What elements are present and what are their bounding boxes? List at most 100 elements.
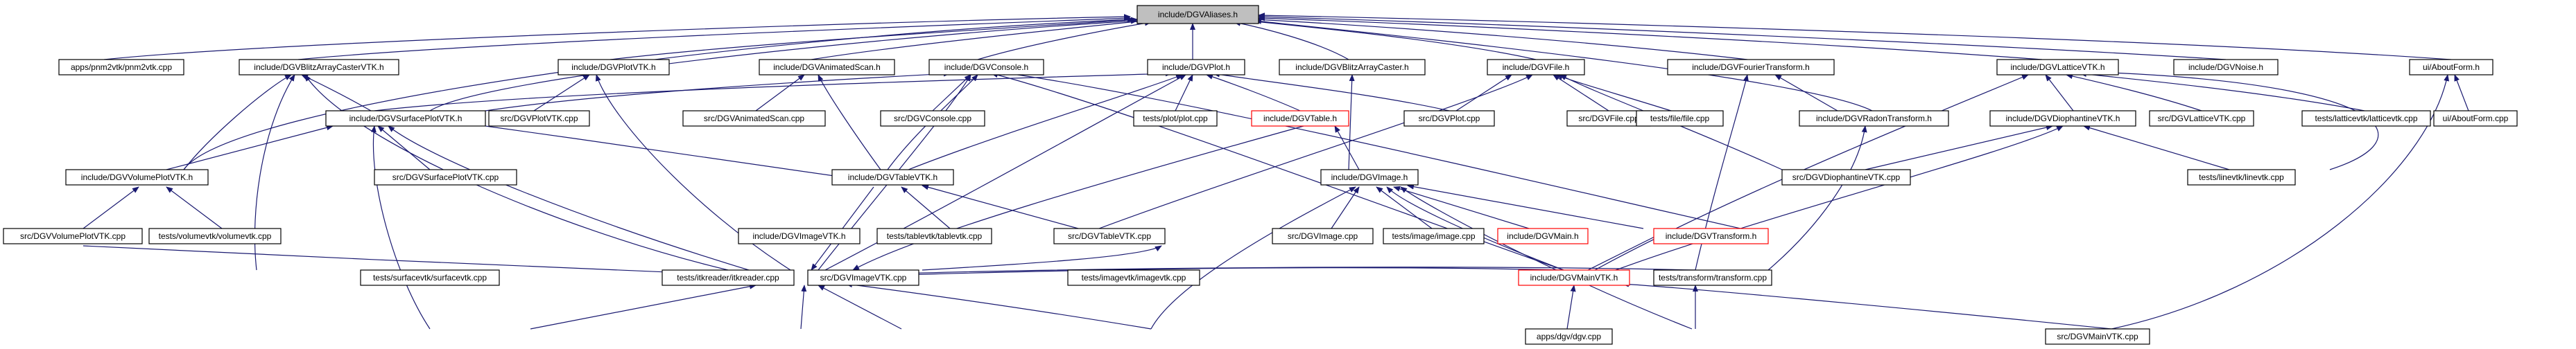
node-label: src/DGVLatticeVTK.cpp — [2158, 114, 2246, 123]
node-label: ui/AboutForm.h — [2423, 62, 2480, 72]
node-main-vtk-cpp[interactable]: src/DGVMainVTK.cpp — [2045, 328, 2150, 345]
node-plot-test-cpp[interactable]: tests/plot/plot.cpp — [1133, 110, 1218, 127]
node-diophantine-h[interactable]: include/DGVDiophantineVTK.h — [1989, 110, 2136, 127]
node-lattice-test-cpp[interactable]: tests/latticevtk/latticevtk.cpp — [2301, 110, 2431, 127]
node-blitz-caster-h[interactable]: include/DGVBlitzArrayCaster.h — [1279, 59, 1426, 75]
node-label: include/DGVImageVTK.h — [752, 231, 845, 241]
node-label: src/DGVConsole.cpp — [894, 114, 971, 123]
node-label: include/DGVPlot.h — [1162, 62, 1230, 72]
node-image-vtk-cpp[interactable]: src/DGVImageVTK.cpp — [807, 269, 919, 286]
node-label: src/DGVMainVTK.cpp — [2057, 332, 2138, 341]
node-label: src/DGVDiophantineVTK.cpp — [1792, 172, 1901, 182]
node-transform-test-cpp[interactable]: tests/transform/transform.cpp — [1653, 269, 1772, 286]
node-plot-vtk-cpp[interactable]: src/DGVPlotVTK.cpp — [488, 110, 590, 127]
node-volume-plot-cpp[interactable]: src/DGVVolumePlotVTK.cpp — [3, 228, 143, 244]
node-label: tests/tablevtk/tablevtk.cpp — [887, 231, 983, 241]
node-label: src/DGVImageVTK.cpp — [820, 273, 907, 283]
node-label: include/DGVAliases.h — [1158, 10, 1238, 19]
node-label: include/DGVRadonTransform.h — [1816, 114, 1932, 123]
node-lattice-h[interactable]: include/DGVLatticeVTK.h — [1996, 59, 2119, 75]
node-image-vtk-test-cpp[interactable]: tests/imagevtk/imagevtk.cpp — [1067, 269, 1200, 286]
node-label: include/DGVVolumePlotVTK.h — [81, 172, 193, 182]
node-label: tests/volumevtk/volumevtk.cpp — [159, 231, 272, 241]
node-label: include/DGVMainVTK.h — [1530, 273, 1618, 283]
node-label: include/DGVAnimatedScan.h — [773, 62, 881, 72]
node-console-h[interactable]: include/DGVConsole.h — [928, 59, 1044, 75]
node-image-vtk-h[interactable]: include/DGVImageVTK.h — [738, 228, 861, 244]
node-table-h[interactable]: include/DGVTable.h — [1251, 110, 1349, 127]
node-label: src/DGVVolumePlotVTK.cpp — [20, 231, 126, 241]
node-label: src/DGVAnimatedScan.cpp — [704, 114, 804, 123]
node-label: include/DGVBlitzArrayCaster.h — [1295, 62, 1408, 72]
node-label: tests/surfacevtk/surfacevtk.cpp — [373, 273, 487, 283]
node-plot-vtk-h[interactable]: include/DGVPlotVTK.h — [557, 59, 670, 75]
node-label: include/DGVBlitzArrayCasterVTK.h — [254, 62, 383, 72]
node-label: include/DGVNoise.h — [2188, 62, 2263, 72]
node-label: include/DGVFile.h — [1503, 62, 1570, 72]
node-label: tests/file/file.cpp — [1650, 114, 1710, 123]
node-blitz-caster-vtk-h[interactable]: include/DGVBlitzArrayCasterVTK.h — [239, 59, 399, 75]
node-label: src/DGVPlot.cpp — [1419, 114, 1480, 123]
node-lattice-cpp[interactable]: src/DGVLatticeVTK.cpp — [2149, 110, 2254, 127]
node-label: tests/linevtk/linevtk.cpp — [2199, 172, 2284, 182]
node-surface-plot-cpp[interactable]: src/DGVSurfacePlotVTK.cpp — [374, 169, 517, 186]
node-label: tests/image/image.cpp — [1392, 231, 1475, 241]
node-label: tests/latticevtk/latticevtk.cpp — [2315, 114, 2417, 123]
node-label: include/DGVTableVTK.h — [848, 172, 937, 182]
node-itkreader-cpp[interactable]: tests/itkreader/itkreader.cpp — [662, 269, 795, 286]
node-surface-test-cpp[interactable]: tests/surfacevtk/surfacevtk.cpp — [360, 269, 500, 286]
node-table-test-cpp[interactable]: tests/tablevtk/tablevtk.cpp — [876, 228, 992, 244]
node-main-vtk-h[interactable]: include/DGVMainVTK.h — [1518, 269, 1630, 286]
node-label: include/DGVTransform.h — [1666, 231, 1757, 241]
node-label: apps/pnm2vtk/pnm2vtk.cpp — [71, 62, 172, 72]
node-main-h[interactable]: include/DGVMain.h — [1497, 228, 1589, 244]
node-image-cpp[interactable]: src/DGVImage.cpp — [1272, 228, 1374, 244]
node-label: tests/imagevtk/imagevtk.cpp — [1082, 273, 1186, 283]
node-label: src/DGVPlotVTK.cpp — [500, 114, 578, 123]
node-label: src/DGVImage.cpp — [1288, 231, 1358, 241]
node-pnm2vtk[interactable]: apps/pnm2vtk/pnm2vtk.cpp — [58, 59, 184, 75]
node-table-vtk-cpp[interactable]: src/DGVTableVTK.cpp — [1053, 228, 1166, 244]
node-label: include/DGVFourierTransform.h — [1692, 62, 1810, 72]
node-transform-h[interactable]: include/DGVTransform.h — [1653, 228, 1769, 244]
node-volume-test-cpp[interactable]: tests/volumevtk/volumevtk.cpp — [148, 228, 282, 244]
node-noise-h[interactable]: include/DGVNoise.h — [2173, 59, 2279, 75]
node-label: ui/AboutForm.cpp — [2443, 114, 2509, 123]
dependency-nodes: include/DGVAliases.h apps/pnm2vtk/pnm2vt… — [3, 5, 2518, 345]
node-label: include/DGVImage.h — [1331, 172, 1408, 182]
node-animated-scan-cpp[interactable]: src/DGVAnimatedScan.cpp — [682, 110, 826, 127]
node-label: include/DGVTable.h — [1263, 114, 1337, 123]
node-surface-plot-h[interactable]: include/DGVSurfacePlotVTK.h — [325, 110, 486, 127]
node-fourier-h[interactable]: include/DGVFourierTransform.h — [1667, 59, 1835, 75]
node-image-h[interactable]: include/DGVImage.h — [1320, 169, 1419, 186]
node-plot-h[interactable]: include/DGVPlot.h — [1147, 59, 1245, 75]
node-line-test-cpp[interactable]: tests/linevtk/linevtk.cpp — [2187, 169, 2296, 186]
node-label: tests/itkreader/itkreader.cpp — [677, 273, 779, 283]
node-label: include/DGVPlotVTK.h — [571, 62, 655, 72]
node-dgv-cpp[interactable]: apps/dgv/dgv.cpp — [1525, 328, 1613, 345]
node-image-test-cpp[interactable]: tests/image/image.cpp — [1383, 228, 1485, 244]
node-file-h[interactable]: include/DGVFile.h — [1487, 59, 1585, 75]
node-about-h[interactable]: ui/AboutForm.h — [2409, 59, 2493, 75]
node-radon-h[interactable]: include/DGVRadonTransform.h — [1799, 110, 1949, 127]
node-root[interactable]: include/DGVAliases.h — [1136, 5, 1259, 24]
node-label: include/DGVLatticeVTK.h — [2010, 62, 2104, 72]
node-label: src/DGVSurfacePlotVTK.cpp — [392, 172, 499, 182]
node-label: include/DGVDiophantineVTK.h — [2006, 114, 2120, 123]
node-label: include/DGVMain.h — [1507, 231, 1578, 241]
node-label: include/DGVSurfacePlotVTK.h — [349, 114, 463, 123]
node-plot-cpp[interactable]: src/DGVPlot.cpp — [1403, 110, 1495, 127]
node-file-test-cpp[interactable]: tests/file/file.cpp — [1636, 110, 1724, 127]
node-label: src/DGVTableVTK.cpp — [1068, 231, 1151, 241]
node-volume-plot-h[interactable]: include/DGVVolumePlotVTK.h — [65, 169, 209, 186]
node-label: src/DGVFile.cpp — [1578, 114, 1639, 123]
node-animated-scan-h[interactable]: include/DGVAnimatedScan.h — [759, 59, 895, 75]
node-diophantine-cpp[interactable]: src/DGVDiophantineVTK.cpp — [1781, 169, 1911, 186]
node-about-cpp[interactable]: ui/AboutForm.cpp — [2433, 110, 2518, 127]
node-label: tests/transform/transform.cpp — [1659, 273, 1767, 283]
node-label: apps/dgv/dgv.cpp — [1537, 332, 1602, 341]
node-table-vtk-h[interactable]: include/DGVTableVTK.h — [831, 169, 954, 186]
node-label: include/DGVConsole.h — [944, 62, 1028, 72]
node-console-cpp[interactable]: src/DGVConsole.cpp — [880, 110, 985, 127]
